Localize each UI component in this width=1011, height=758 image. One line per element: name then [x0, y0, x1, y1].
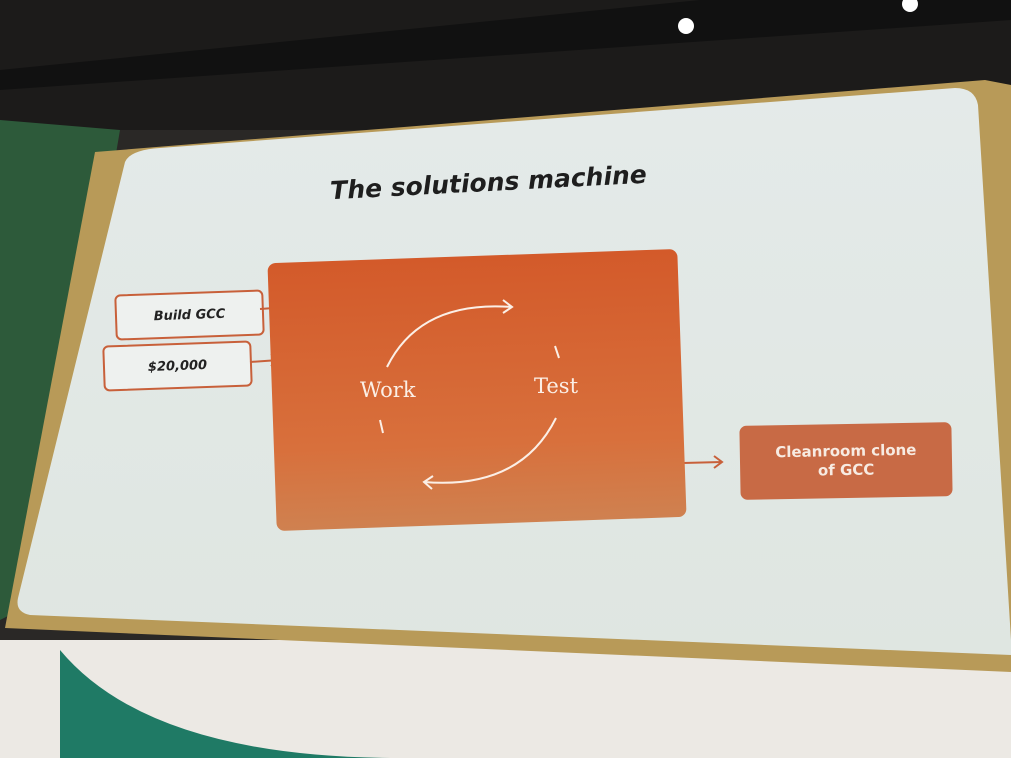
output-label: Cleanroom clone of GCC [775, 440, 917, 480]
work-label: Work [360, 378, 416, 402]
output-box: Cleanroom clone of GCC [739, 422, 953, 500]
test-label: Test [534, 374, 579, 398]
arrow-right-icon [682, 455, 724, 469]
